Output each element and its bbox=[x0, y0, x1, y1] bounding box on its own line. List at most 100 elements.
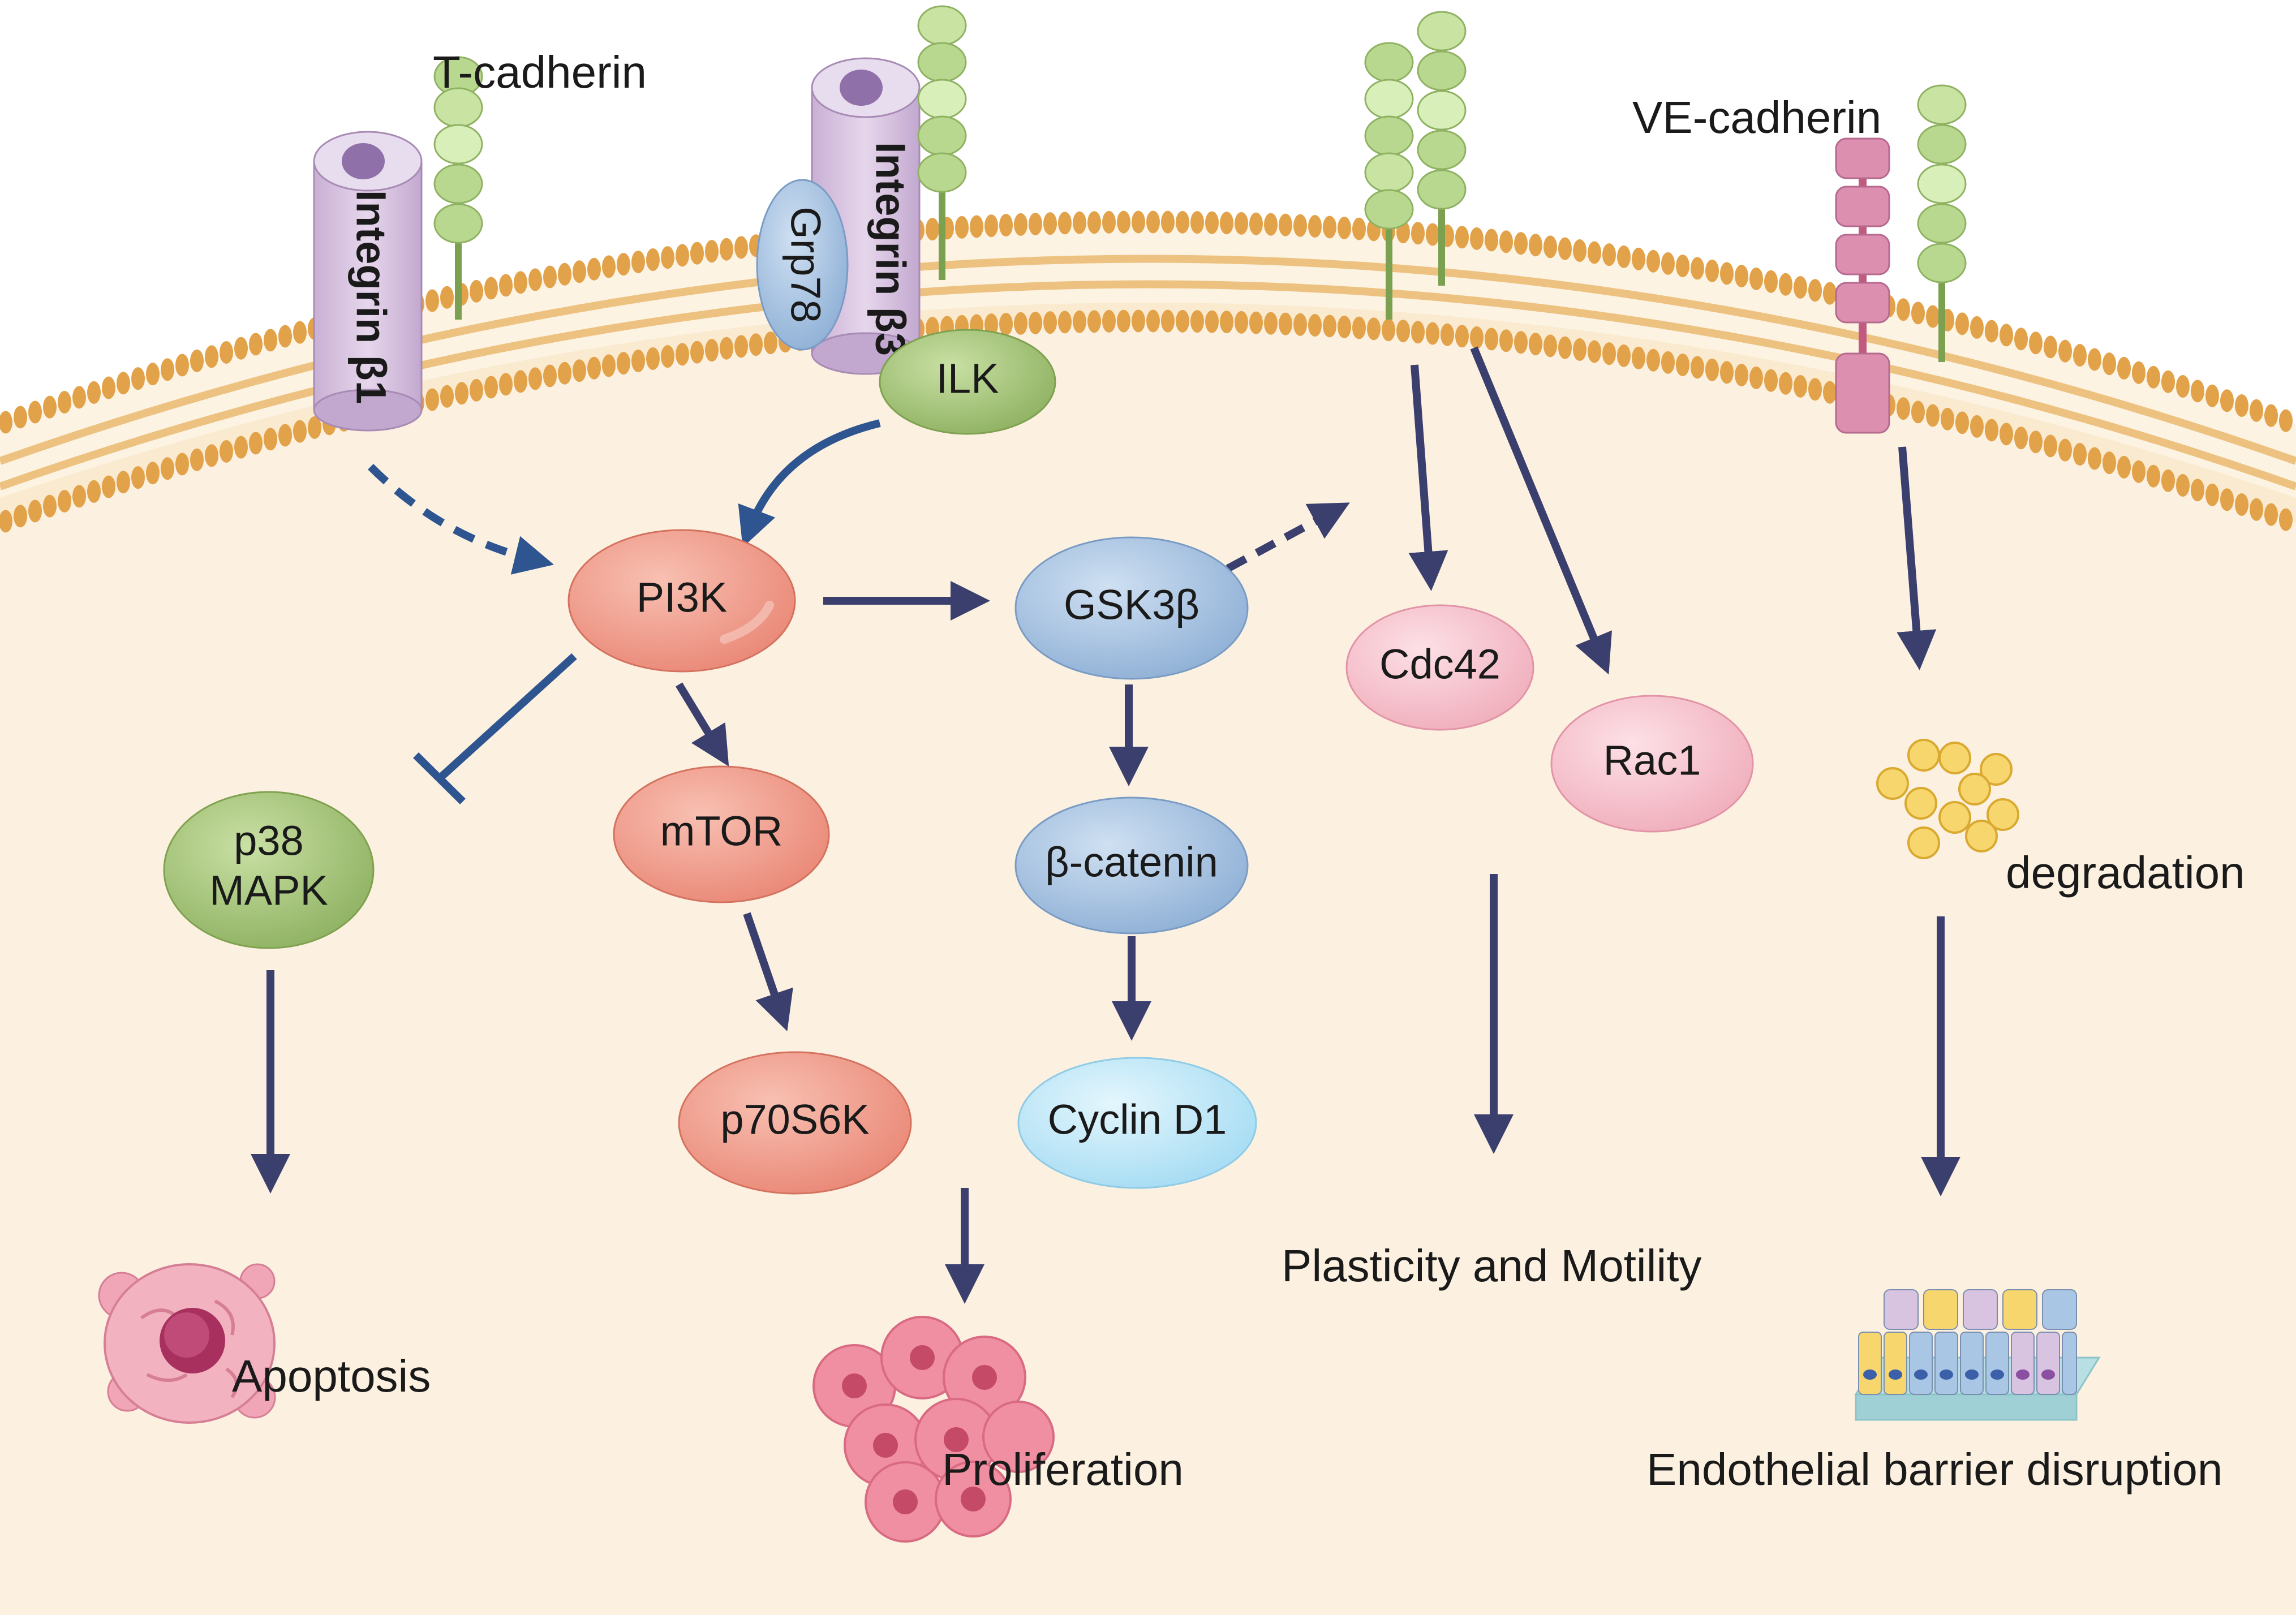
lipid-head bbox=[470, 378, 483, 402]
lipid-head bbox=[440, 385, 454, 408]
lipid-head bbox=[1602, 342, 1616, 365]
arrows bbox=[251, 346, 1960, 1304]
lipid-head bbox=[1073, 310, 1086, 333]
lipid-head bbox=[1352, 316, 1366, 339]
lipid-head bbox=[220, 440, 233, 463]
lipid-head bbox=[205, 345, 218, 368]
lipid-head bbox=[2044, 335, 2057, 359]
lipid-head bbox=[234, 337, 248, 360]
lipid-head bbox=[2161, 370, 2175, 393]
lipid-head bbox=[190, 448, 204, 471]
lipid-head bbox=[1617, 344, 1631, 367]
lipid-head bbox=[543, 364, 557, 387]
lipid-head bbox=[0, 411, 12, 434]
lipid-head bbox=[1543, 334, 1557, 358]
lipid-head bbox=[926, 218, 939, 241]
lipid-head bbox=[1764, 270, 1778, 293]
lipid-head bbox=[1661, 351, 1675, 374]
lipid-head bbox=[205, 444, 218, 467]
lipid-head bbox=[1794, 374, 1807, 398]
lipid-head bbox=[14, 505, 27, 528]
lipid-head bbox=[1014, 312, 1027, 335]
lipid-head bbox=[1146, 210, 1160, 234]
lipid-head bbox=[117, 372, 130, 395]
lipid-head bbox=[2161, 469, 2175, 492]
lipid-head bbox=[264, 329, 277, 352]
arrow-ve-cadherin-to-degradation bbox=[1897, 446, 1937, 670]
lipid-head bbox=[1190, 310, 1204, 333]
beta-catenin-node: β-catenin bbox=[1014, 796, 1249, 934]
lipid-head bbox=[484, 277, 498, 300]
lipid-head bbox=[1661, 252, 1675, 275]
lipid-head bbox=[1926, 305, 1940, 328]
lipid-head bbox=[1087, 310, 1101, 333]
lipid-head bbox=[1735, 364, 1748, 387]
lipid-head bbox=[676, 244, 689, 267]
lipid-head bbox=[2205, 483, 2219, 506]
lipid-head bbox=[1190, 211, 1204, 234]
lipid-head bbox=[264, 428, 277, 451]
lipid-head bbox=[1220, 311, 1233, 334]
lipid-head bbox=[2088, 348, 2101, 371]
lipid-head bbox=[1705, 358, 1719, 381]
lipid-head bbox=[528, 367, 542, 390]
lipid-head bbox=[2073, 344, 2087, 367]
lipid-head bbox=[1573, 239, 1586, 262]
arrow-ilk-to-pi3k bbox=[738, 419, 881, 548]
lipid-head bbox=[1588, 241, 1601, 264]
gsk3b-label: GSK3β bbox=[1064, 582, 1199, 628]
lipid-head bbox=[499, 274, 513, 297]
arrow-membrane-to-rac1 bbox=[1470, 346, 1612, 675]
lipid-head bbox=[1073, 211, 1086, 234]
lipid-head bbox=[2102, 352, 2116, 376]
lipid-head bbox=[1941, 407, 1954, 430]
lipid-head bbox=[1117, 210, 1130, 234]
arrow-gsk3b-dashed bbox=[1226, 502, 1350, 572]
lipid-head bbox=[440, 286, 454, 309]
lipid-head bbox=[558, 361, 571, 385]
lipid-head bbox=[1529, 234, 1542, 257]
lipid-head bbox=[720, 337, 733, 360]
lipid-head bbox=[2088, 447, 2101, 470]
lipid-head bbox=[308, 416, 321, 439]
lipid-head bbox=[1161, 210, 1175, 234]
lipid-head bbox=[2014, 328, 2028, 351]
lipid-head bbox=[1367, 317, 1381, 341]
lipid-head bbox=[28, 400, 42, 424]
lipid-head bbox=[1691, 257, 1704, 280]
proliferation-cells-icon bbox=[812, 1316, 1055, 1543]
pi3k-label: PI3K bbox=[637, 574, 727, 621]
lipid-head bbox=[1132, 210, 1145, 234]
lipid-head bbox=[1132, 309, 1145, 333]
endothelial-barrier-label: Endothelial barrier disruption bbox=[1646, 1444, 2222, 1495]
lipid-head bbox=[734, 335, 748, 358]
lipid-head bbox=[1514, 232, 1528, 255]
cadherin-stalks-middle bbox=[1364, 11, 1467, 320]
ve-cadherin-label: VE-cadherin bbox=[1632, 92, 1881, 143]
lipid-head bbox=[220, 341, 233, 364]
lipid-head bbox=[1588, 340, 1601, 363]
lipid-head bbox=[499, 373, 513, 396]
lipid-head bbox=[2117, 455, 2131, 479]
lipid-head bbox=[1058, 311, 1072, 334]
lipid-head bbox=[720, 238, 733, 261]
lipid-head bbox=[1455, 226, 1469, 249]
lipid-head bbox=[1426, 223, 1439, 246]
lipid-head bbox=[146, 462, 160, 485]
lipid-head bbox=[1970, 415, 1984, 438]
proliferation-label: Proliferation bbox=[942, 1444, 1184, 1495]
lipid-head bbox=[1279, 213, 1292, 236]
lipid-head bbox=[1308, 215, 1322, 238]
lipid-head bbox=[2058, 339, 2072, 363]
lipid-head bbox=[1970, 316, 1984, 339]
grp78-node: Grp78 bbox=[756, 179, 849, 351]
lipid-head bbox=[293, 420, 307, 443]
lipid-head bbox=[117, 471, 130, 494]
lipid-head bbox=[1323, 216, 1336, 239]
lipid-head bbox=[425, 289, 439, 312]
lipid-head bbox=[1779, 273, 1792, 296]
lipid-head bbox=[58, 390, 71, 414]
lipid-head bbox=[999, 312, 1013, 335]
lipid-head bbox=[1102, 309, 1116, 333]
